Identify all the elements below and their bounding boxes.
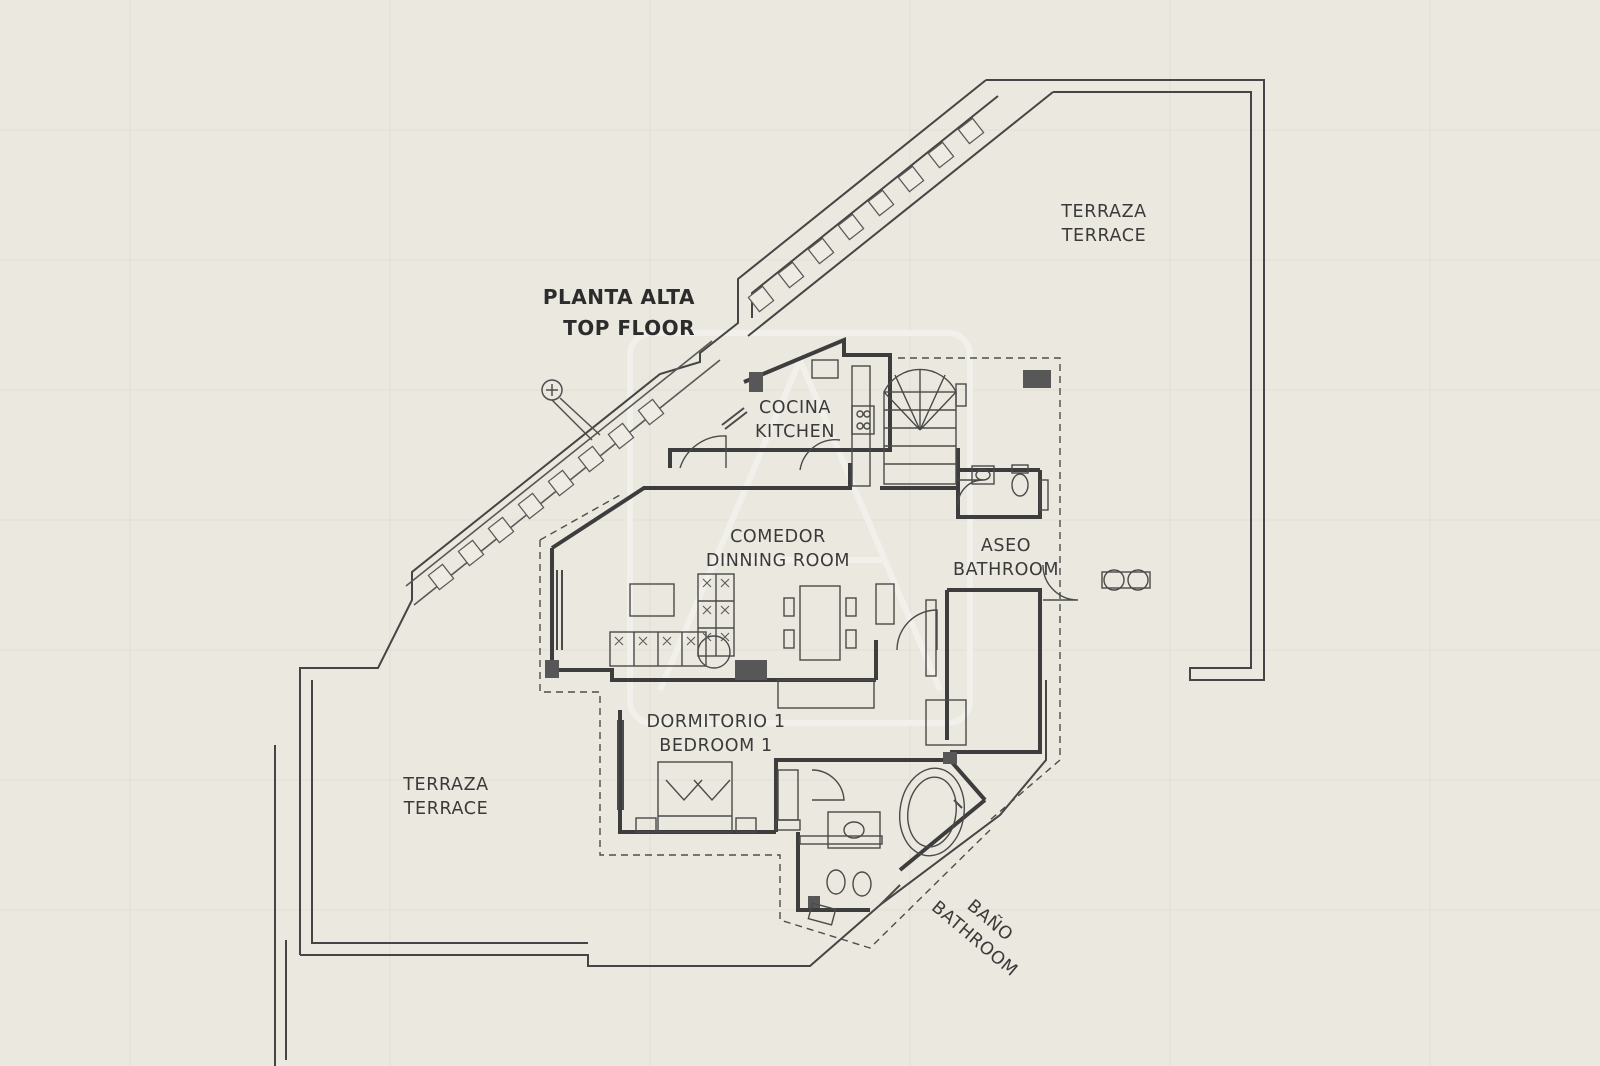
railing-posts (427, 117, 985, 591)
floor-title: PLANTA ALTA TOP FLOOR (500, 285, 695, 340)
spiral-stair (883, 368, 967, 485)
terrace-chairs (1101, 569, 1151, 591)
kitchen-fixtures (811, 359, 875, 487)
bathroom-fixtures (799, 767, 965, 926)
columns (545, 370, 1051, 908)
north-indicator (541, 379, 601, 441)
outer-walls (274, 79, 1265, 1066)
floor-title-es: PLANTA ALTA (542, 285, 695, 309)
dining-furniture (609, 573, 895, 709)
bedroom-furniture (635, 599, 967, 833)
windows (556, 407, 963, 906)
dashed-outline (539, 357, 1061, 949)
floor-title-en: TOP FLOOR (563, 316, 695, 340)
toilet-fixtures (971, 464, 1049, 511)
sofa-cushion-marks (614, 578, 730, 646)
inner-walls (550, 336, 1042, 912)
